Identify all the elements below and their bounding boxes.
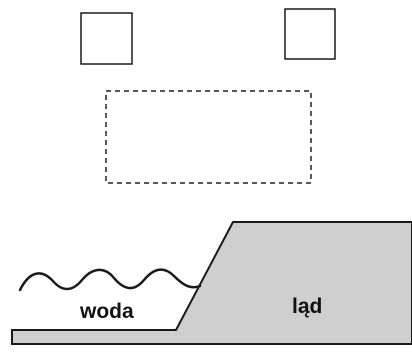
land-label: ląd	[292, 295, 322, 318]
water-wave	[18, 268, 202, 292]
land-region	[11, 221, 412, 345]
water-label: woda	[79, 300, 134, 323]
dashed-answer-box	[105, 90, 312, 184]
empty-square-right	[284, 8, 336, 60]
empty-square-left	[80, 12, 133, 65]
